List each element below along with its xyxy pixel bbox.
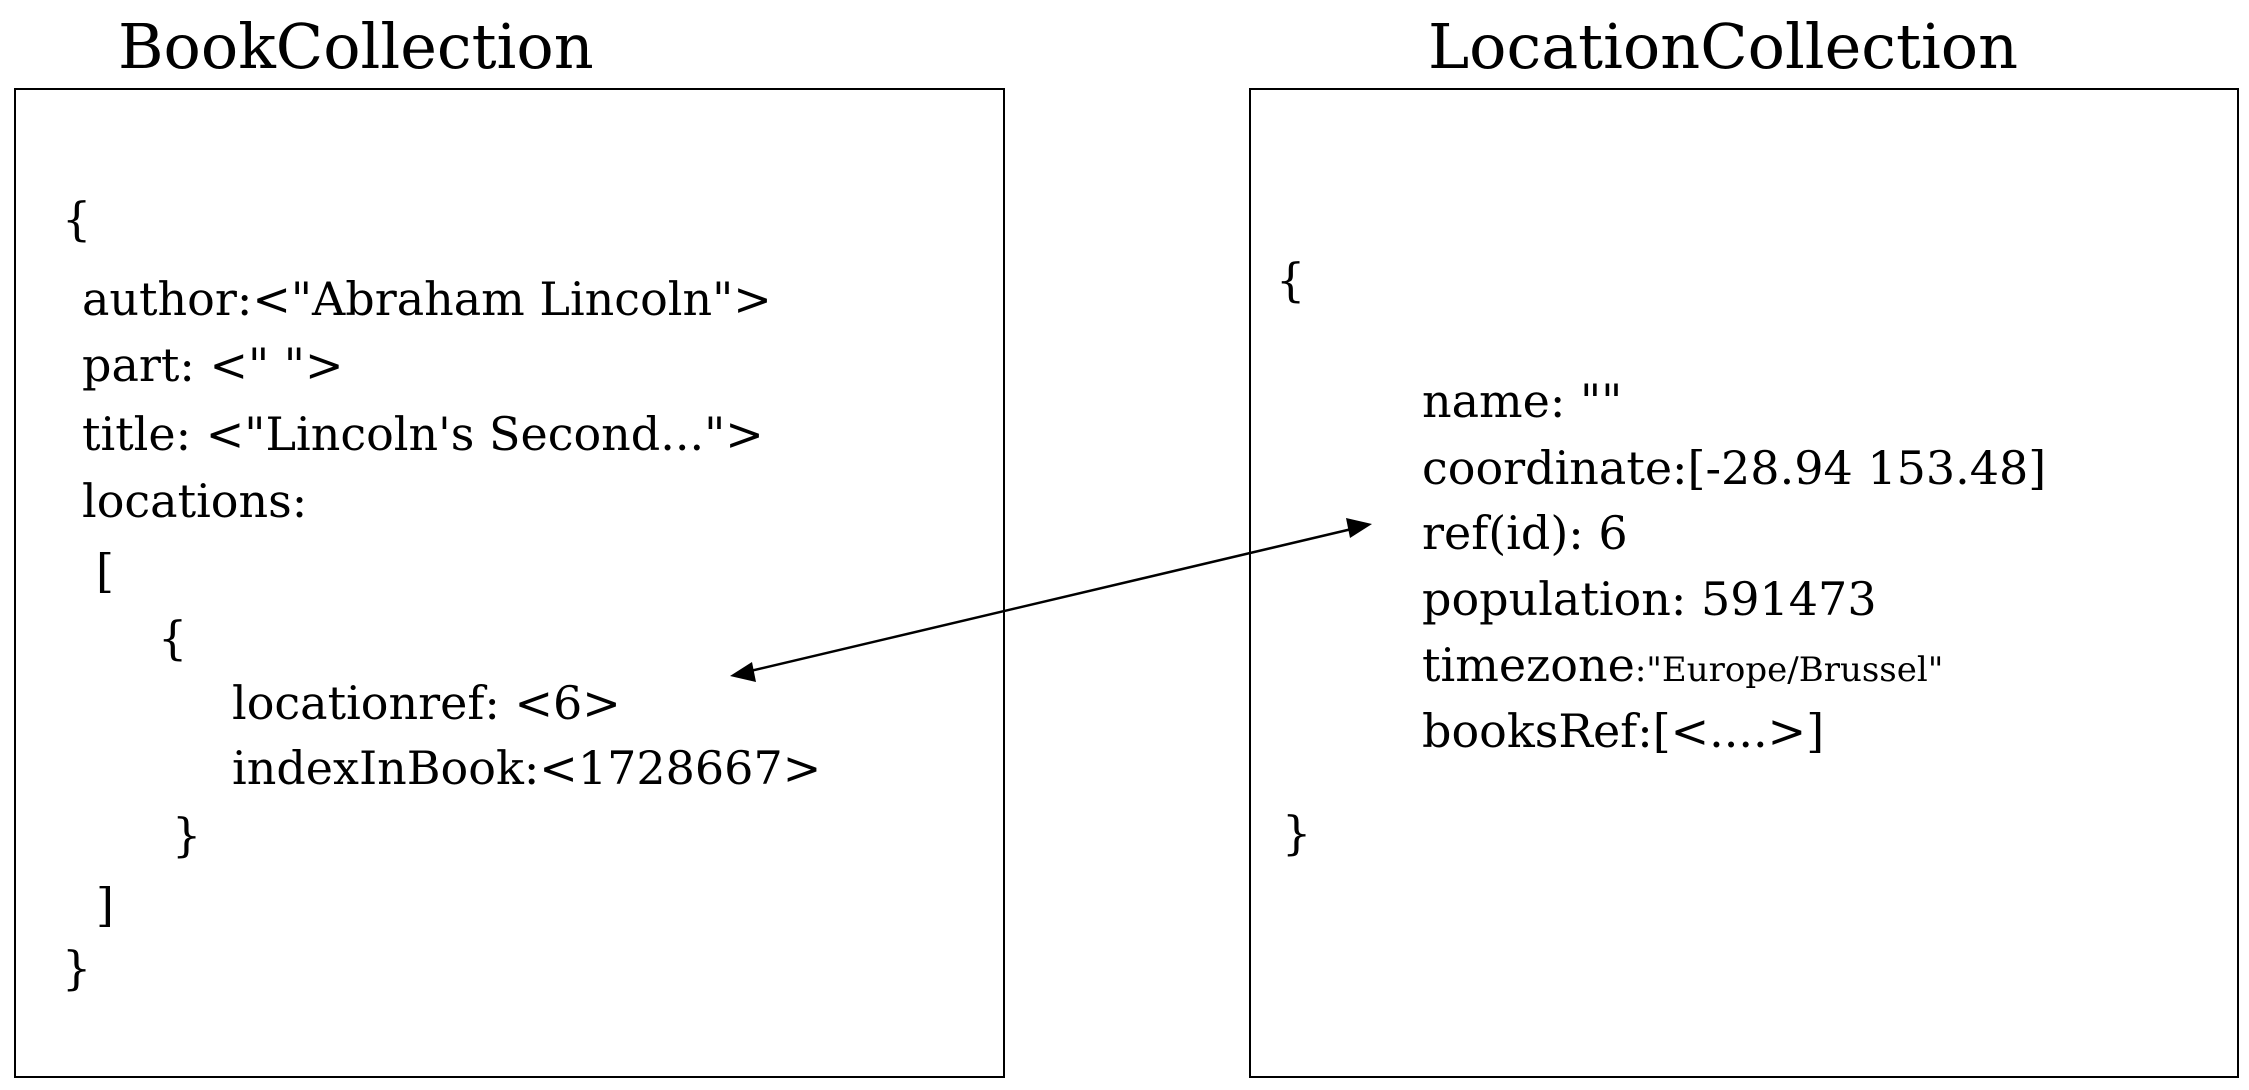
book-location-open-brace: { bbox=[158, 611, 188, 665]
book-location-close-brace: } bbox=[172, 808, 202, 862]
book-locations-field: locations: bbox=[82, 474, 308, 528]
book-part-field: part: <" "> bbox=[82, 338, 344, 392]
location-timezone-value: :"Europe/Brussel" bbox=[1634, 650, 1944, 690]
book-index-in-book-field: indexInBook:<1728667> bbox=[232, 741, 822, 795]
book-author-field: author:<"Abraham Lincoln"> bbox=[82, 272, 772, 326]
location-population-field: population: 591473 bbox=[1422, 572, 1877, 626]
book-collection-title: BookCollection bbox=[118, 10, 594, 83]
book-locationref-field: locationref: <6> bbox=[232, 676, 621, 730]
location-books-ref-field: booksRef:[<....>] bbox=[1422, 704, 1825, 758]
location-name-field: name: "" bbox=[1422, 374, 1623, 428]
location-collection-box bbox=[1249, 88, 2239, 1078]
book-locations-open-bracket: [ bbox=[96, 544, 114, 598]
book-close-brace: } bbox=[62, 941, 92, 995]
book-open-brace: { bbox=[62, 192, 92, 246]
book-locations-close-bracket: ] bbox=[96, 878, 114, 932]
location-ref-id-field: ref(id): 6 bbox=[1422, 506, 1628, 560]
location-collection-title: LocationCollection bbox=[1428, 10, 2019, 83]
book-collection-box bbox=[14, 88, 1005, 1078]
book-title-field: title: <"Lincoln's Second..."> bbox=[82, 407, 764, 461]
location-open-brace: { bbox=[1276, 253, 1306, 307]
location-close-brace: } bbox=[1282, 806, 1312, 860]
location-timezone-key: timezone bbox=[1422, 638, 1635, 692]
location-coordinate-field: coordinate:[-28.94 153.48] bbox=[1422, 441, 2047, 495]
location-timezone-field: timezone:"Europe/Brussel" bbox=[1422, 642, 1943, 688]
